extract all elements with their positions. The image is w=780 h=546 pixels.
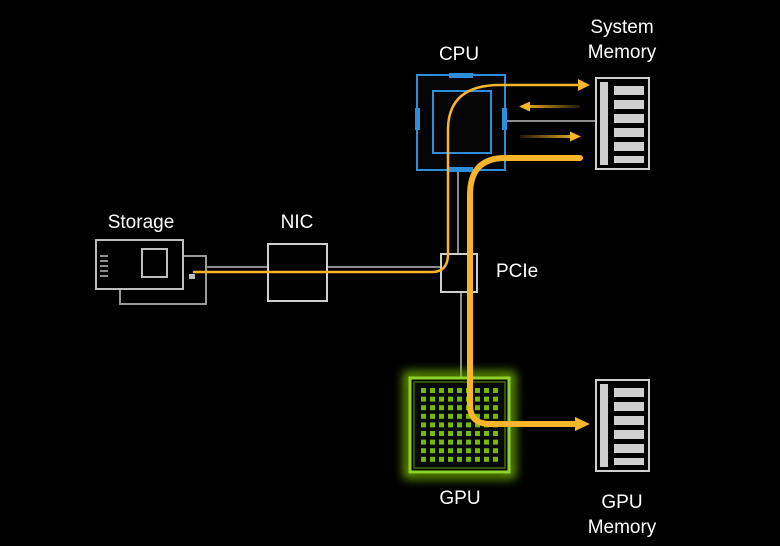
gpu-core-dot xyxy=(466,439,471,445)
gpu-core-dot xyxy=(430,431,435,436)
gpu-core-dot xyxy=(475,396,480,402)
gpu-core-dot xyxy=(430,396,435,402)
gpu-core-dot xyxy=(493,456,498,462)
gpu-core-dot xyxy=(484,388,489,393)
gpu-core-dot xyxy=(430,413,435,419)
gpu-core-dot xyxy=(457,456,462,462)
gpu-core-dot xyxy=(421,439,426,445)
gpu-core-dot xyxy=(430,405,435,411)
storage-device xyxy=(95,239,207,305)
arrowheads xyxy=(575,79,590,431)
gpu-core-dot xyxy=(466,448,471,454)
gpu-core-dot xyxy=(457,431,462,436)
gpu-core-dot xyxy=(439,422,444,428)
system-memory-to-gpu-memory-path xyxy=(467,155,583,427)
system-memory-label-line2: Memory xyxy=(587,42,657,63)
gpu-core-dot xyxy=(457,405,462,411)
gpu-core-dot xyxy=(421,448,426,454)
gpu-core-dot xyxy=(439,456,444,462)
gpu-core-dot xyxy=(421,413,426,419)
cpu-chip xyxy=(415,73,507,172)
gpu-core-dot xyxy=(421,396,426,402)
gpu-core-dot xyxy=(439,396,444,402)
gpu-core-dot xyxy=(466,431,471,436)
gpu-core-dot xyxy=(475,388,480,393)
gpu-core-dot xyxy=(475,431,480,436)
gpu-core-dot xyxy=(439,431,444,436)
gpu-core-dot xyxy=(493,413,498,419)
gpu-core-dot xyxy=(457,413,462,419)
gpu-core-dot xyxy=(493,405,498,411)
gpu-core-dot xyxy=(475,405,480,411)
gpu-memory-label-line1: GPU xyxy=(601,492,643,513)
gpu-core-dot xyxy=(448,413,453,419)
gpu-core-dot xyxy=(484,456,489,462)
gpu-core-dot xyxy=(448,422,453,428)
gpu-core-dot xyxy=(475,456,480,462)
gpu-core-dot xyxy=(466,456,471,462)
gpu-core-dot xyxy=(475,448,480,454)
memory-transfer-arrows xyxy=(519,101,581,142)
gpu-core-dot xyxy=(421,431,426,436)
gpu-core-dot xyxy=(448,396,453,402)
nic-label: NIC xyxy=(280,212,314,233)
gpu-label: GPU xyxy=(439,488,481,509)
gpu-core-dot xyxy=(484,413,489,419)
gpu-core-dot xyxy=(448,405,453,411)
gpu-core-dot xyxy=(421,422,426,428)
gpu-core-dot xyxy=(484,396,489,402)
gpu-core-dot xyxy=(484,448,489,454)
gpu-core-dot xyxy=(457,422,462,428)
gpu-core-dot xyxy=(439,405,444,411)
gpu-core-dot xyxy=(430,422,435,428)
gpu-core-dot xyxy=(457,396,462,402)
gpu-core-dot xyxy=(493,448,498,454)
gpu-core-dot xyxy=(448,439,453,445)
gpu-core-dot xyxy=(484,431,489,436)
gpu-core-dot xyxy=(421,388,426,393)
gpu-core-dot xyxy=(448,388,453,393)
gpu-core-dot xyxy=(457,439,462,445)
storage-to-system-memory-path xyxy=(192,83,582,274)
gpu-core-dot xyxy=(439,388,444,393)
gpu-core-dot xyxy=(493,396,498,402)
gpu-core-dot xyxy=(475,422,480,428)
gpu-core-dot xyxy=(484,405,489,411)
gpu-core-dot xyxy=(430,448,435,454)
system-memory-module xyxy=(595,77,650,170)
gpu-core-dot xyxy=(448,456,453,462)
gpu-core-dot xyxy=(439,413,444,419)
gpu-core-dot xyxy=(475,413,480,419)
pcie-label: PCIe xyxy=(496,261,539,282)
gpu-core-dot xyxy=(484,439,489,445)
gpu-core-dot xyxy=(430,456,435,462)
gpu-core-dot xyxy=(421,405,426,411)
gpu-core-dot xyxy=(448,431,453,436)
gpu-memory-module xyxy=(595,379,650,472)
interconnect-lines xyxy=(205,120,595,378)
arrow-to-system-memory xyxy=(578,79,590,91)
gpu-core-dot xyxy=(466,413,471,419)
gpu-core-dot xyxy=(430,388,435,393)
gpu-core-dot xyxy=(475,439,480,445)
gpu-core-dot xyxy=(466,422,471,428)
system-memory-label-line1: System xyxy=(590,17,654,38)
gpu-core-dot xyxy=(439,439,444,445)
gpu-core-dot xyxy=(457,388,462,393)
gpu-core-dot xyxy=(448,448,453,454)
arrow-to-gpu-memory xyxy=(575,417,590,431)
gpu-core-dot xyxy=(457,448,462,454)
gpu-core-dot xyxy=(493,431,498,436)
cpu-label: CPU xyxy=(438,44,480,65)
gpu-core-dot xyxy=(439,448,444,454)
storage-label: Storage xyxy=(107,212,175,233)
gpu-core-dot xyxy=(493,439,498,445)
gpu-memory-label-line2: Memory xyxy=(587,517,657,538)
gpu-core-dot xyxy=(493,388,498,393)
data-paths xyxy=(192,83,583,427)
gpu-core-dot xyxy=(421,456,426,462)
gpu-core-dot xyxy=(430,439,435,445)
